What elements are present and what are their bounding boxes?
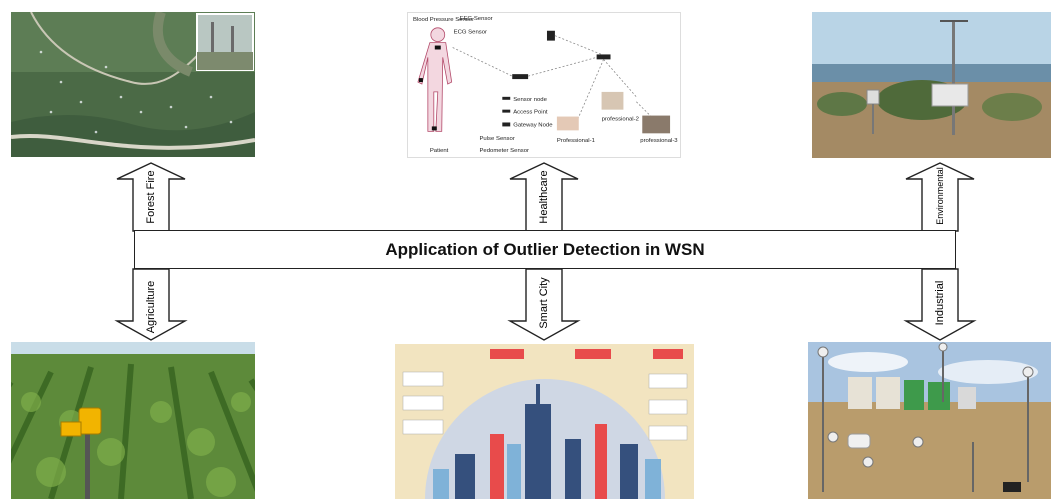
label-agriculture: Agriculture [145,280,157,334]
label-forest-fire: Forest Fire [145,170,157,224]
forest-fire-photo [11,12,255,157]
label-smart-city: Smart City [538,277,550,329]
professional-3-label: professional-3 [640,138,678,144]
pedometer-label: Pedometer Sensor [479,148,529,154]
ecg-label: ECG Sensor [454,30,487,36]
label-environmental: Environmental [935,167,945,225]
central-bar: Application of Outlier Detection in WSN [134,230,956,269]
smart-city-infographic [395,344,694,499]
arrow-down-smart-city [507,268,581,341]
arrow-down-agriculture [114,268,188,341]
professional-1-label: Professional-1 [557,138,595,144]
eeg-label: EEG Sensor [460,16,493,22]
arrow-down-industrial [903,268,977,341]
healthcare-diagram: Blood Pressure Sensor EEG Sensor ECG Sen… [407,12,681,158]
patient-label: Patient [430,148,449,154]
diagram-title: Application of Outlier Detection in WSN [385,239,705,259]
label-healthcare: Healthcare [538,170,550,224]
blood-pressure-label: Blood Pressure Sensor [413,17,474,23]
gateway-node-label: Gateway Node [513,122,553,128]
environmental-photo [812,12,1051,158]
agriculture-photo [11,342,255,499]
access-point-label: Access Point [513,110,548,116]
sensor-node-label: Sensor node [513,97,547,103]
industrial-photo [808,342,1051,499]
label-industrial: Industrial [934,280,946,326]
professional-2-label: professional-2 [602,117,639,123]
pulse-sensor-label: Pulse Sensor [479,136,514,142]
